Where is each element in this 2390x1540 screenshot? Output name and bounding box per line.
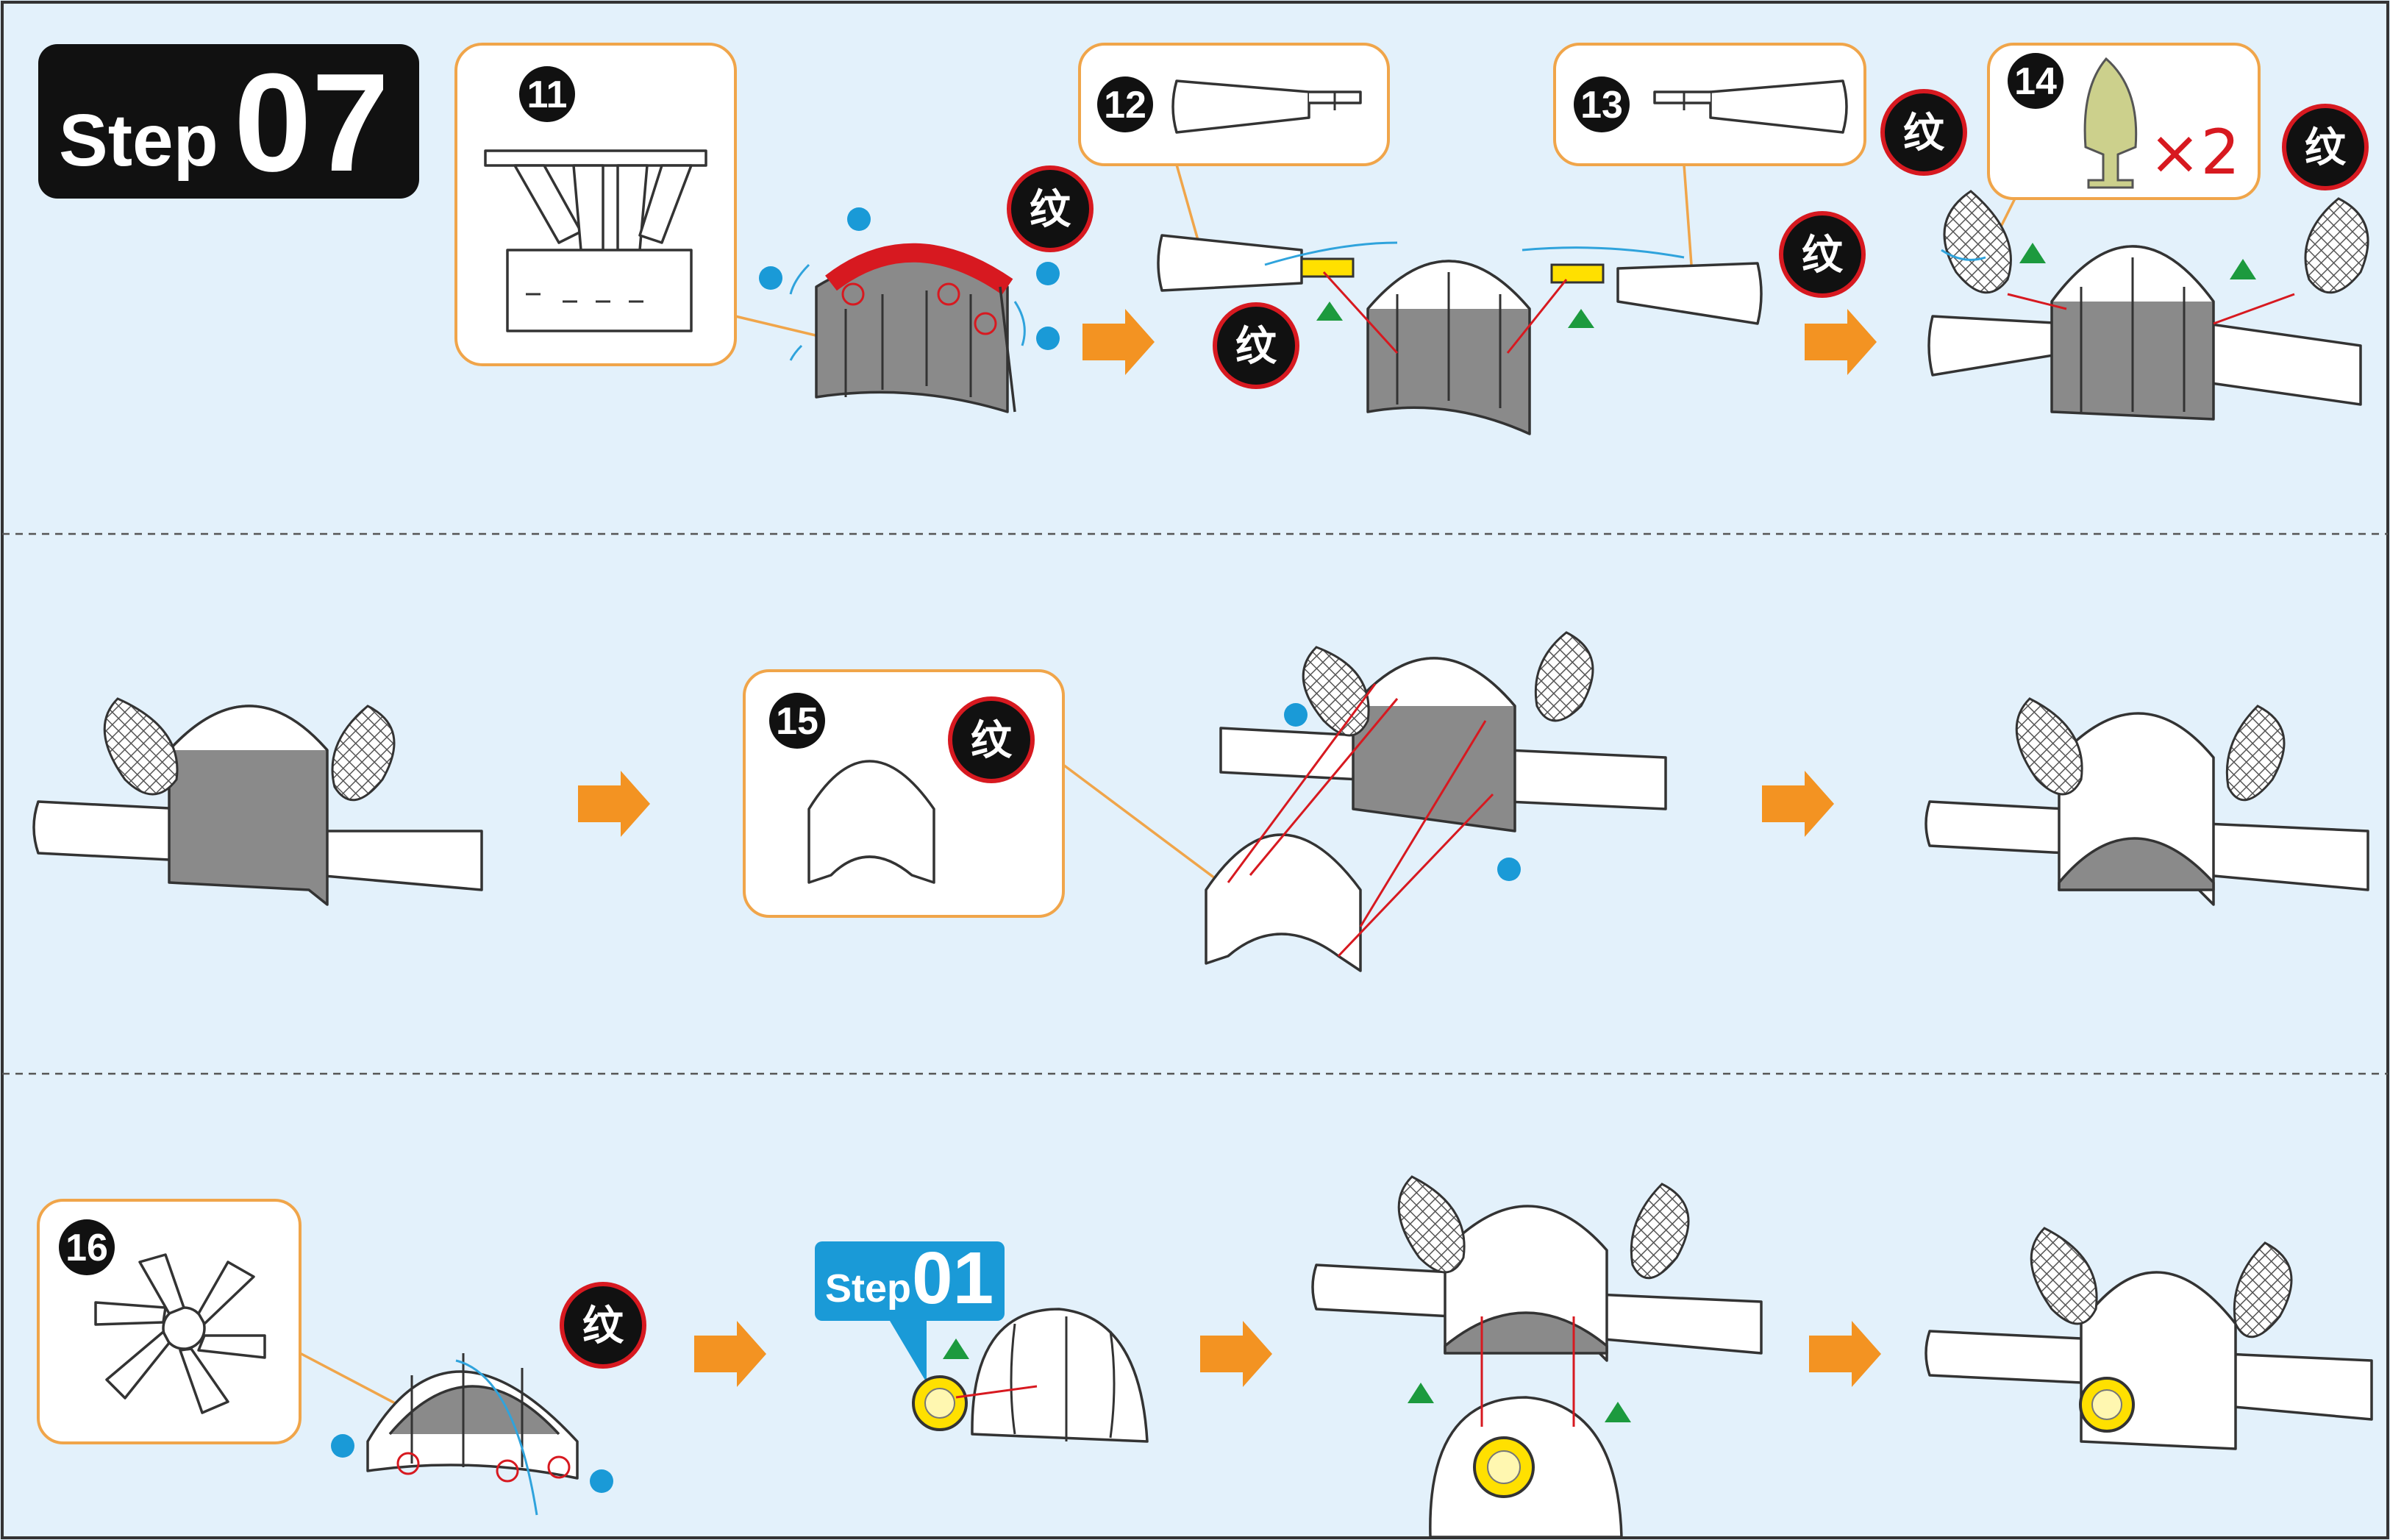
callout-part-13: 13	[1553, 43, 1866, 265]
assembly-step-14	[1927, 190, 2369, 421]
assembly-result-15	[1925, 697, 2369, 906]
pattern-side-badge: 纹	[948, 696, 1035, 783]
mini-step-number: 01	[912, 1237, 994, 1319]
pattern-side-badge: 纹	[560, 1282, 646, 1369]
callout-part-16: 16	[37, 1199, 413, 1444]
pattern-label: 纹	[971, 717, 1013, 765]
step-header-number: 07	[234, 45, 389, 201]
assembly-step-16	[331, 1353, 613, 1516]
pattern-side-badge: 纹	[1213, 302, 1299, 389]
next-arrow	[1082, 309, 1155, 375]
step-header-badge: Step 07	[38, 44, 419, 201]
callout-number-15: 15	[776, 700, 818, 743]
next-arrow	[694, 1321, 766, 1387]
next-arrow	[1200, 1321, 1272, 1387]
next-arrow	[1805, 309, 1877, 375]
callout-number-14: 14	[2014, 60, 2057, 103]
callout-number-12: 12	[1104, 84, 1146, 126]
pattern-label: 纹	[1903, 110, 1945, 157]
pattern-label: 纹	[1235, 323, 1277, 371]
pattern-label: 纹	[1030, 186, 1071, 234]
assembly-step-11	[759, 207, 1060, 413]
callout-part-14: 14 ×2	[1984, 43, 2261, 258]
step-header-word: Step	[59, 99, 218, 182]
callout-part-11: 11	[454, 43, 891, 366]
pattern-side-badge: 纹	[1880, 89, 1967, 176]
next-arrow	[578, 771, 650, 837]
pattern-side-badge: 纹	[1007, 165, 1094, 252]
next-arrow	[1809, 1321, 1881, 1387]
callout-part-12: 12	[1078, 43, 1390, 243]
assembly-step-final	[1311, 1175, 1763, 1539]
pattern-side-badge: 纹	[2282, 104, 2369, 190]
pattern-label: 纹	[2305, 124, 2347, 172]
callout-number-16: 16	[65, 1227, 108, 1269]
assembly-step-15	[1205, 631, 1667, 972]
assembly-dome-light	[912, 1308, 1149, 1443]
mini-step-word: Step	[825, 1266, 911, 1311]
mini-step-badge: Step 01	[815, 1237, 1005, 1383]
pattern-label: 纹	[1802, 232, 1844, 279]
callout-number-13: 13	[1580, 84, 1623, 126]
assembly-intermediate	[32, 697, 483, 906]
assembly-step-12-13	[1157, 234, 1763, 435]
quantity-label: ×2	[2149, 116, 2240, 188]
assembly-result-final	[1925, 1227, 2373, 1450]
pattern-side-badge: 纹	[1779, 211, 1866, 298]
callout-number-11: 11	[527, 74, 568, 116]
next-arrow	[1762, 771, 1834, 837]
pattern-label: 纹	[582, 1302, 624, 1350]
